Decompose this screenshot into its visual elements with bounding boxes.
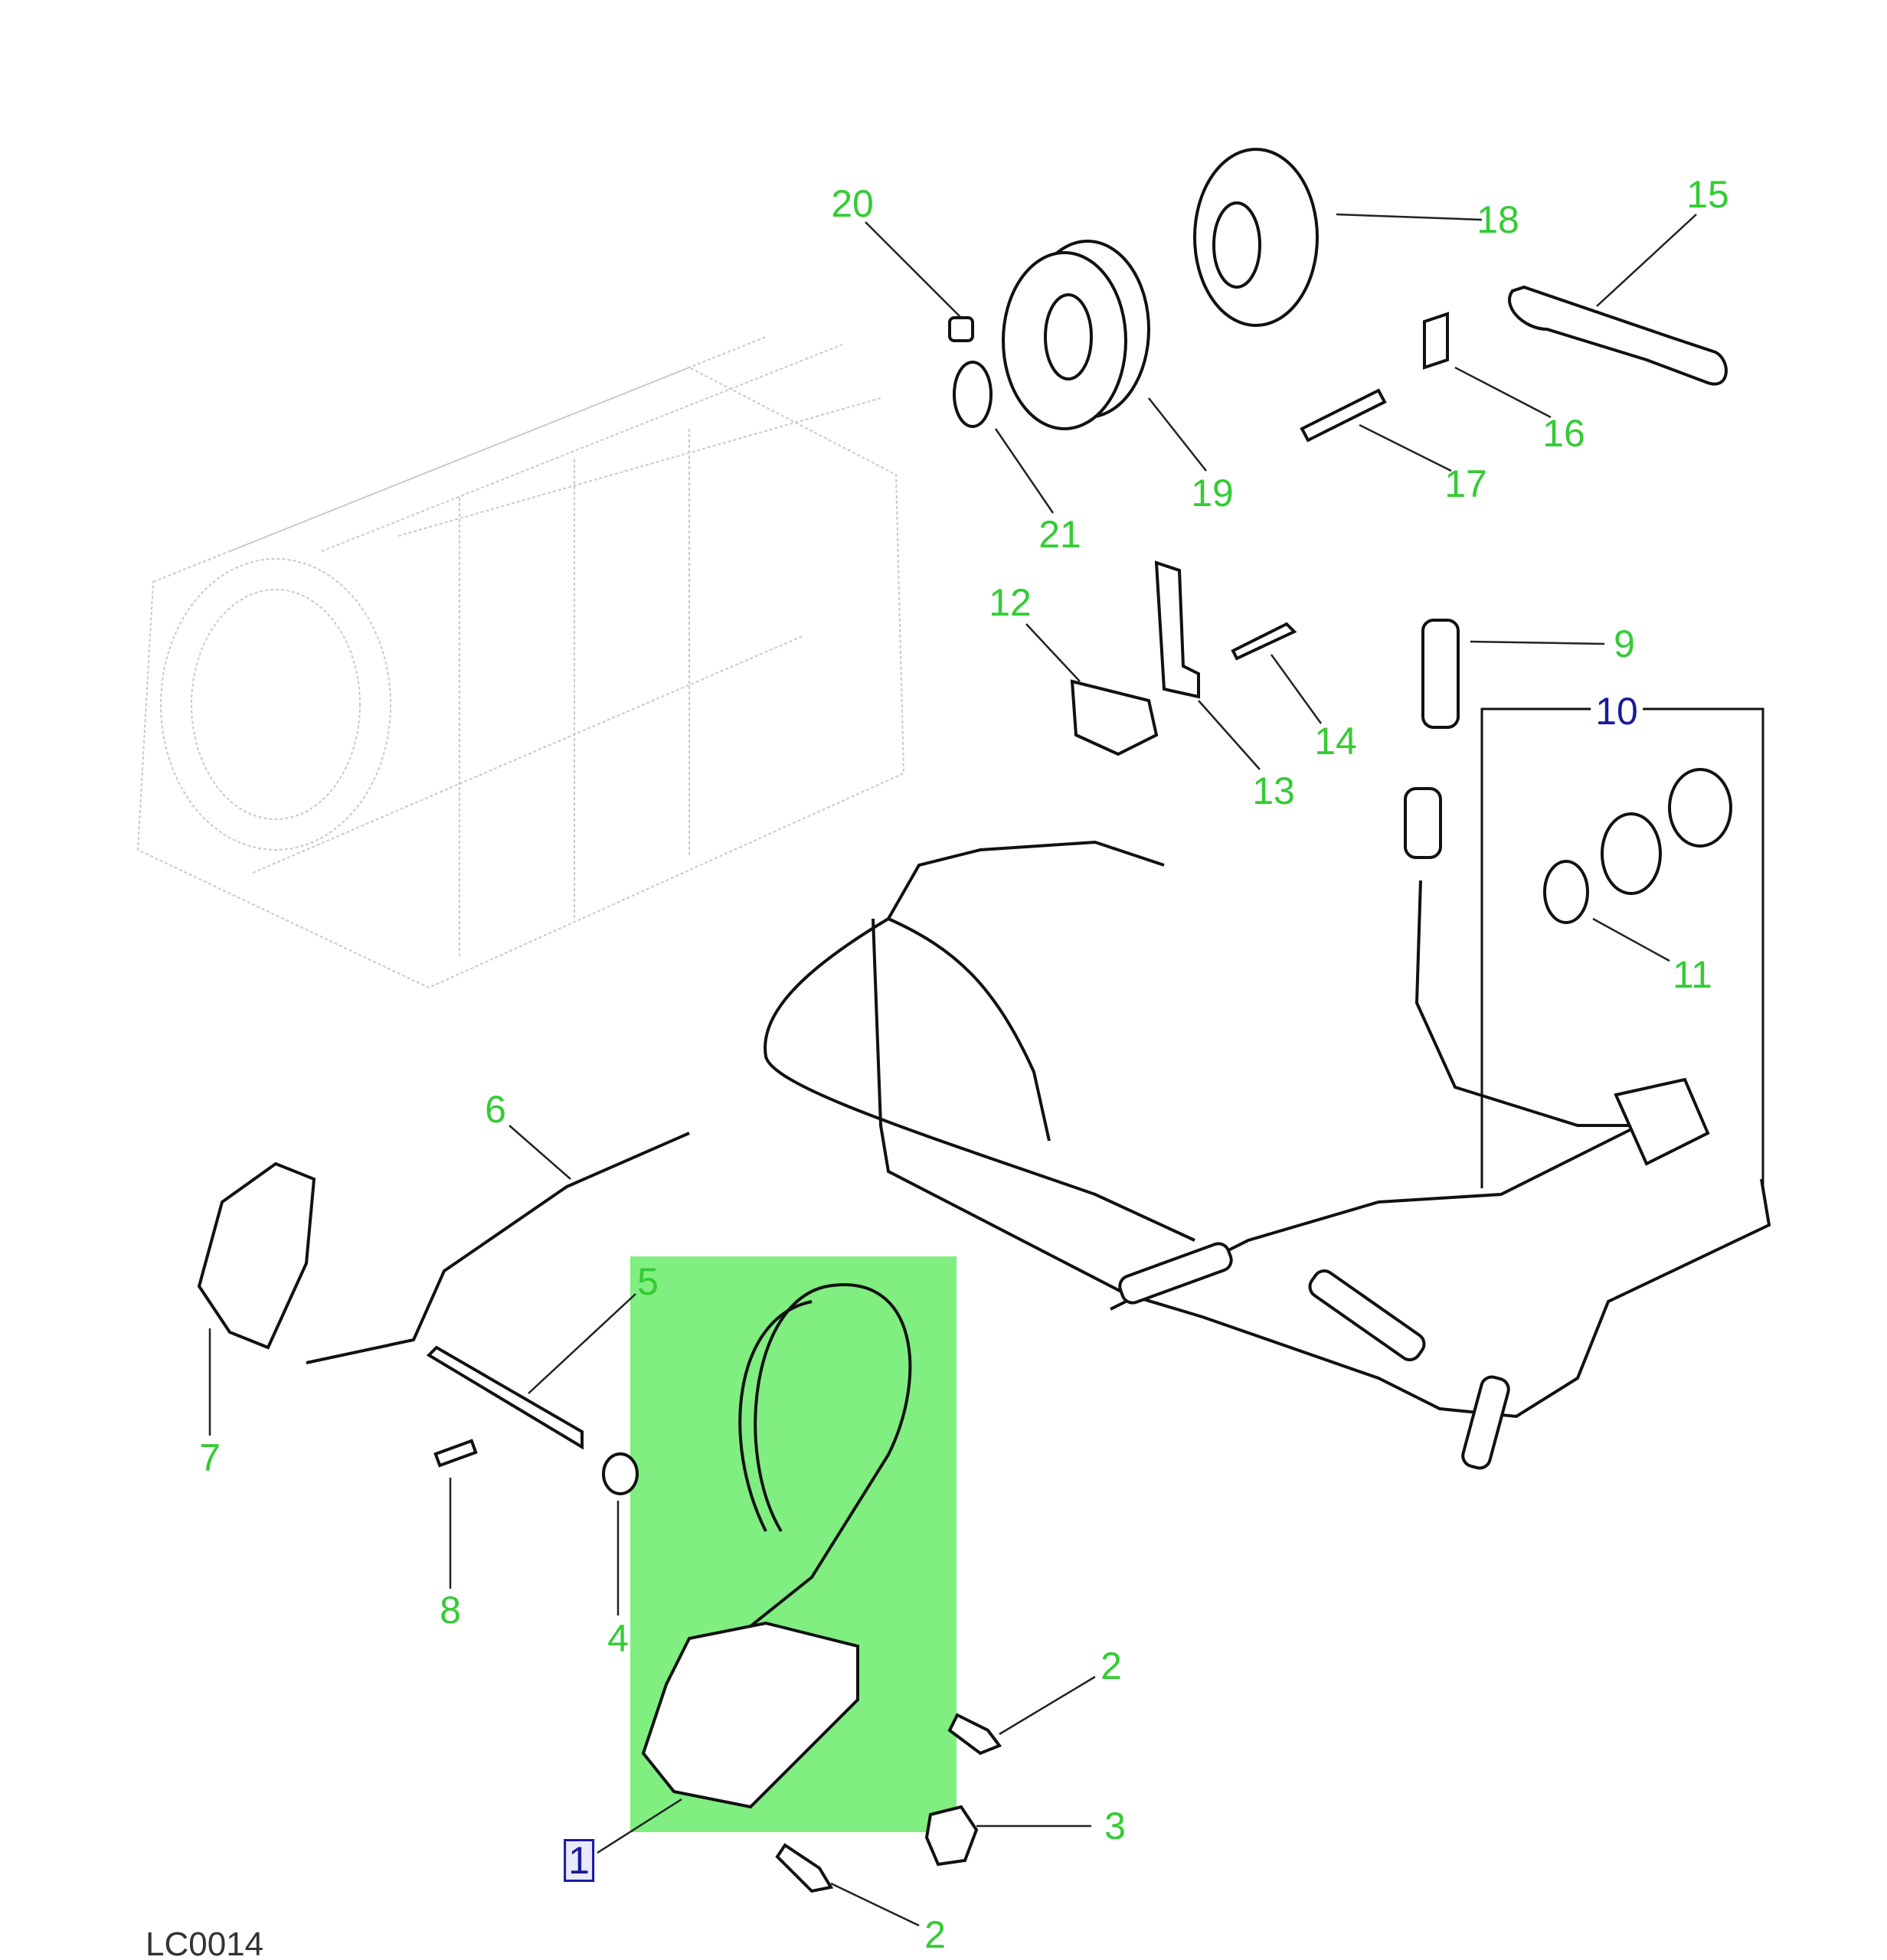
callout-15[interactable]: 15 [1686, 173, 1729, 216]
part-fasteners [775, 1713, 1002, 1893]
callout-4[interactable]: 4 [607, 1617, 629, 1660]
callout-2-upper[interactable]: 2 [1100, 1645, 1122, 1687]
callout-19[interactable]: 19 [1191, 472, 1234, 514]
part-parts-left [197, 1132, 690, 1495]
callout-13[interactable]: 13 [1252, 769, 1295, 812]
wiring-harness [764, 840, 1771, 1470]
callout-21[interactable]: 21 [1038, 513, 1081, 556]
part-parts-upper [948, 148, 1728, 443]
part-parts-middle [1070, 560, 1297, 756]
callout-20[interactable]: 20 [831, 182, 874, 225]
callout-14[interactable]: 14 [1314, 720, 1357, 763]
transmission-ghost [136, 336, 905, 989]
callout-7[interactable]: 7 [199, 1436, 221, 1479]
callout-2-lower[interactable]: 2 [924, 1913, 946, 1956]
callout-5[interactable]: 5 [637, 1260, 659, 1303]
callout-12[interactable]: 12 [989, 581, 1032, 624]
callout-10[interactable]: 10 [1591, 692, 1643, 730]
part-1-switch [641, 1283, 912, 1809]
callout-18[interactable]: 18 [1477, 198, 1519, 241]
leader-lines [208, 213, 1697, 1927]
callout-17[interactable]: 17 [1444, 462, 1487, 505]
callout-16[interactable]: 16 [1542, 412, 1585, 455]
callout-1-selected[interactable]: 1 [564, 1839, 594, 1882]
callout-8[interactable]: 8 [440, 1589, 461, 1632]
callout-9[interactable]: 9 [1614, 622, 1635, 665]
diagram-reference-code: LC0014 [146, 1926, 264, 1960]
part-parts-right [1404, 619, 1764, 1188]
callout-6[interactable]: 6 [485, 1088, 506, 1131]
callout-3[interactable]: 3 [1104, 1805, 1126, 1847]
callout-11[interactable]: 11 [1673, 953, 1712, 996]
